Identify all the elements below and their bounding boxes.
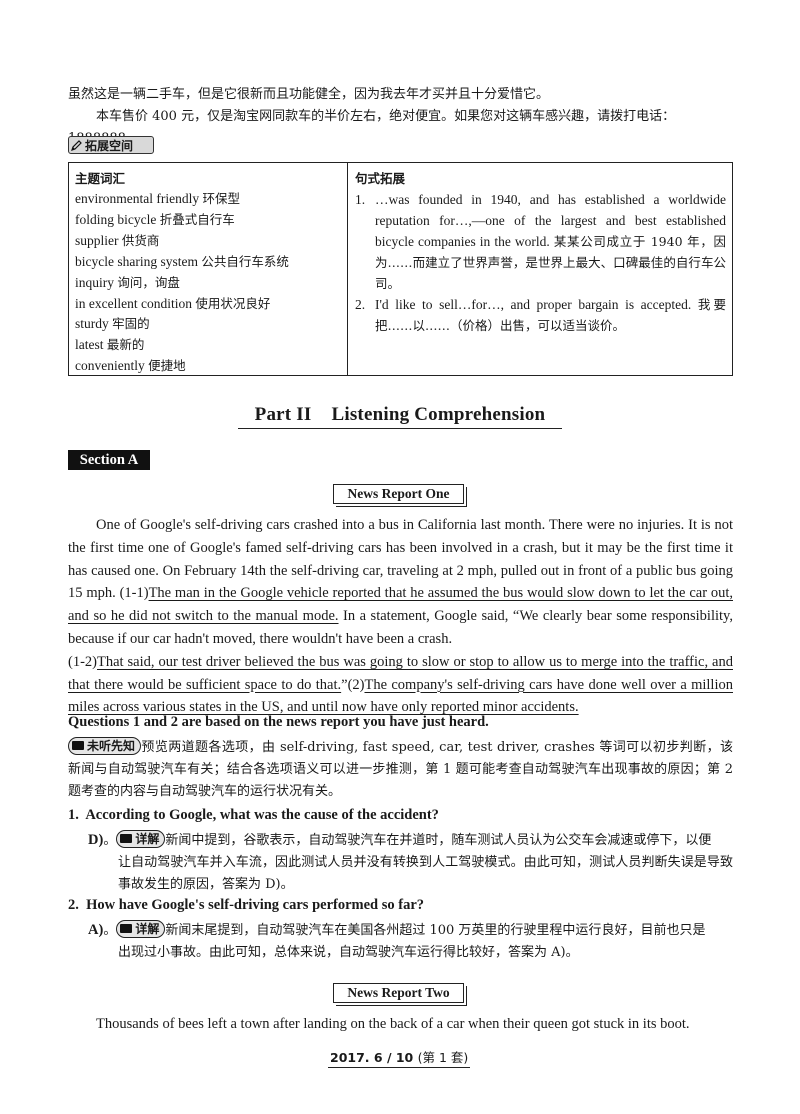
pattern-chinese: 某某公司成立于 1940 年，因为……而建立了世界声誉，是世界上最大、口碑最佳的…: [375, 234, 727, 291]
vocab-item: environmental friendly 环保型: [75, 189, 341, 210]
intro-line-2: 本车售价 400 元，仅是淘宝网同款车的半价左右，绝对便宜。如果您对这辆车感兴趣…: [68, 109, 676, 146]
answer-2-detail-rest: 出现过小事故。由此可知，总体来说，自动驾驶汽车运行得比较好，答案为 A)。: [118, 945, 579, 960]
story-text-2: In a statement, Google said, “We clearly…: [68, 608, 733, 647]
preview-badge: 未听先知: [68, 737, 142, 755]
news-two-first-line: Thousands of bees left a town after land…: [96, 1016, 690, 1032]
folder-icon: [72, 741, 84, 750]
answer-2: A)。详解新闻末尾提到，自动驾驶汽车在美国各州超过 100 万英里的行驶里程中运…: [88, 919, 733, 964]
key-sentence-2: The company's self-driving cars have don…: [68, 676, 733, 716]
story-text-3: ”: [341, 676, 348, 693]
vocab-item: in excellent condition 使用状况良好: [75, 294, 341, 315]
expand-space-label: 拓展空间: [85, 139, 134, 153]
question-1-number: 1.: [68, 807, 79, 823]
detail-label-1: 详解: [135, 832, 160, 846]
intro-line-1: 虽然这是一辆二手车，但是它很新而且功能健全，因为我去年才买并且十分爱惜它。: [68, 87, 550, 102]
intro-paragraph: 虽然这是一辆二手车，但是它很新而且功能健全，因为我去年才买并且十分爱惜它。 本车…: [68, 84, 738, 150]
vocab-item: conveniently 便捷地: [75, 356, 341, 377]
pattern-item: 1. …was founded in 1940, and has establis…: [355, 189, 726, 294]
marker-1-1: (1-1): [119, 585, 149, 602]
vocab-item: folding bicycle 折叠式自行车: [75, 210, 341, 231]
vocab-chinese: 公共自行车系统: [201, 253, 289, 269]
question-1-text: According to Google, what was the cause …: [85, 807, 439, 823]
news-report-two-box: News Report Two: [333, 983, 467, 1006]
vocab-english: sturdy: [75, 316, 109, 332]
pattern-number: 1.: [355, 192, 366, 207]
vocab-chinese: 询问，询盘: [117, 274, 180, 290]
detail-label-2: 详解: [135, 922, 160, 936]
vocab-english: latest: [75, 337, 104, 353]
key-sentence-1-2: That said, our test driver believed the …: [68, 653, 733, 693]
footer-set: (第 1 套): [417, 1050, 469, 1065]
vocab-item: supplier 供货商: [75, 231, 341, 252]
marker-2: (2): [347, 676, 365, 693]
vocab-chinese: 最新的: [106, 337, 145, 353]
vocab-item: inquiry 询问，询盘: [75, 273, 341, 294]
vocab-chinese: 供货商: [121, 232, 160, 248]
vocab-chinese: 使用状况良好: [195, 295, 271, 311]
questions-heading: Questions 1 and 2 are based on the news …: [68, 714, 489, 730]
footer-issue: 2017. 6 / 10: [330, 1050, 414, 1065]
pattern-body: I'd like to sell…for…, and proper bargai…: [375, 294, 726, 336]
vocab-chinese: 环保型: [202, 191, 240, 206]
preview-label: 未听先知: [87, 739, 136, 753]
pattern-body: …was founded in 1940, and has establishe…: [375, 189, 726, 294]
preview-text: 预览两道题各选项，由 self-driving, fast speed, car…: [68, 740, 733, 799]
part-number: Part II: [254, 404, 312, 425]
detail-badge-2: 详解: [116, 920, 166, 938]
part-name: Listening Comprehension: [331, 404, 546, 425]
question-2: 2. How have Google's self-driving cars p…: [68, 897, 424, 914]
pattern-item: 2. I'd like to sell…for…, and proper barg…: [355, 294, 726, 336]
answer-1-letter: D: [88, 832, 99, 848]
vocab-english: folding bicycle: [75, 211, 157, 227]
answer-1: D)。详解新闻中提到，谷歌表示，自动驾驶汽车在并道时，随车测试人员认为公交车会减…: [88, 829, 733, 896]
vocab-item: sturdy 牢固的: [75, 314, 341, 335]
page-footer: 2017. 6 / 10 (第 1 套): [328, 1047, 471, 1068]
detail-badge-1: 详解: [116, 830, 166, 848]
preview-paragraph: 未听先知预览两道题各选项，由 self-driving, fast speed,…: [68, 737, 733, 803]
news-report-one-box: News Report One: [333, 484, 467, 507]
part-title: Part II Listening Comprehension: [238, 404, 562, 429]
question-2-number: 2.: [68, 897, 79, 913]
vocab-english: in excellent condition: [75, 295, 192, 311]
pencil-icon: [71, 137, 85, 155]
vocab-english: conveniently: [75, 358, 145, 374]
marker-1-2: (1-2): [68, 653, 97, 670]
pattern-header: 句式拓展: [355, 171, 406, 186]
vocab-header: 主题词汇: [75, 171, 126, 186]
vocab-english: bicycle sharing system: [75, 253, 198, 269]
pattern-chinese: 我要把……以……（价格）出售，可以适当谈价。: [375, 297, 726, 333]
vocab-english: supplier: [75, 232, 119, 248]
answer-2-detail-first: 新闻末尾提到，自动驾驶汽车在美国各州超过 100 万英里的行驶里程中运行良好，目…: [165, 923, 706, 938]
folder-icon: [120, 834, 133, 843]
pattern-number: 2.: [355, 297, 366, 312]
vocab-chinese: 折叠式自行车: [159, 211, 235, 227]
answer-1-detail-first: 新闻中提到，谷歌表示，自动驾驶汽车在并道时，随车测试人员认为公交车会减速或停下，…: [165, 833, 712, 848]
vocab-item: bicycle sharing system 公共自行车系统: [75, 252, 341, 273]
vocab-chinese: 牢固的: [112, 316, 150, 332]
vocab-english: inquiry: [75, 274, 114, 290]
question-1: 1. According to Google, what was the cau…: [68, 807, 439, 824]
vocab-item: latest 最新的: [75, 335, 341, 356]
vocab-english: environmental friendly: [75, 191, 200, 206]
news-story: One of Google's self-driving cars crashe…: [68, 514, 733, 719]
answer-2-letter: A: [88, 922, 99, 938]
pattern-english: …was founded in 1940, and has establishe…: [375, 192, 726, 249]
question-2-text: How have Google's self-driving cars perf…: [86, 897, 425, 913]
folder-icon: [120, 924, 133, 933]
pattern-english: I'd like to sell…for…, and proper bargai…: [375, 297, 692, 312]
pattern-list: 1. …was founded in 1940, and has establis…: [355, 189, 726, 336]
answer-1-detail-rest: 让自动驾驶汽车并入车流，因此测试人员并没有转换到人工驾驶模式。由此可知，测试人员…: [118, 855, 733, 892]
section-label: Section A: [68, 450, 150, 470]
expand-space-tag: 拓展空间: [68, 136, 154, 154]
pattern-column: 句式拓展 1. …was founded in 1940, and has est…: [348, 163, 732, 375]
vocab-chinese: 便捷地: [148, 358, 186, 374]
story-text-1: One of Google's self-driving cars crashe…: [68, 517, 733, 602]
key-sentence-1-1: The man in the Google vehicle reported t…: [68, 585, 733, 625]
